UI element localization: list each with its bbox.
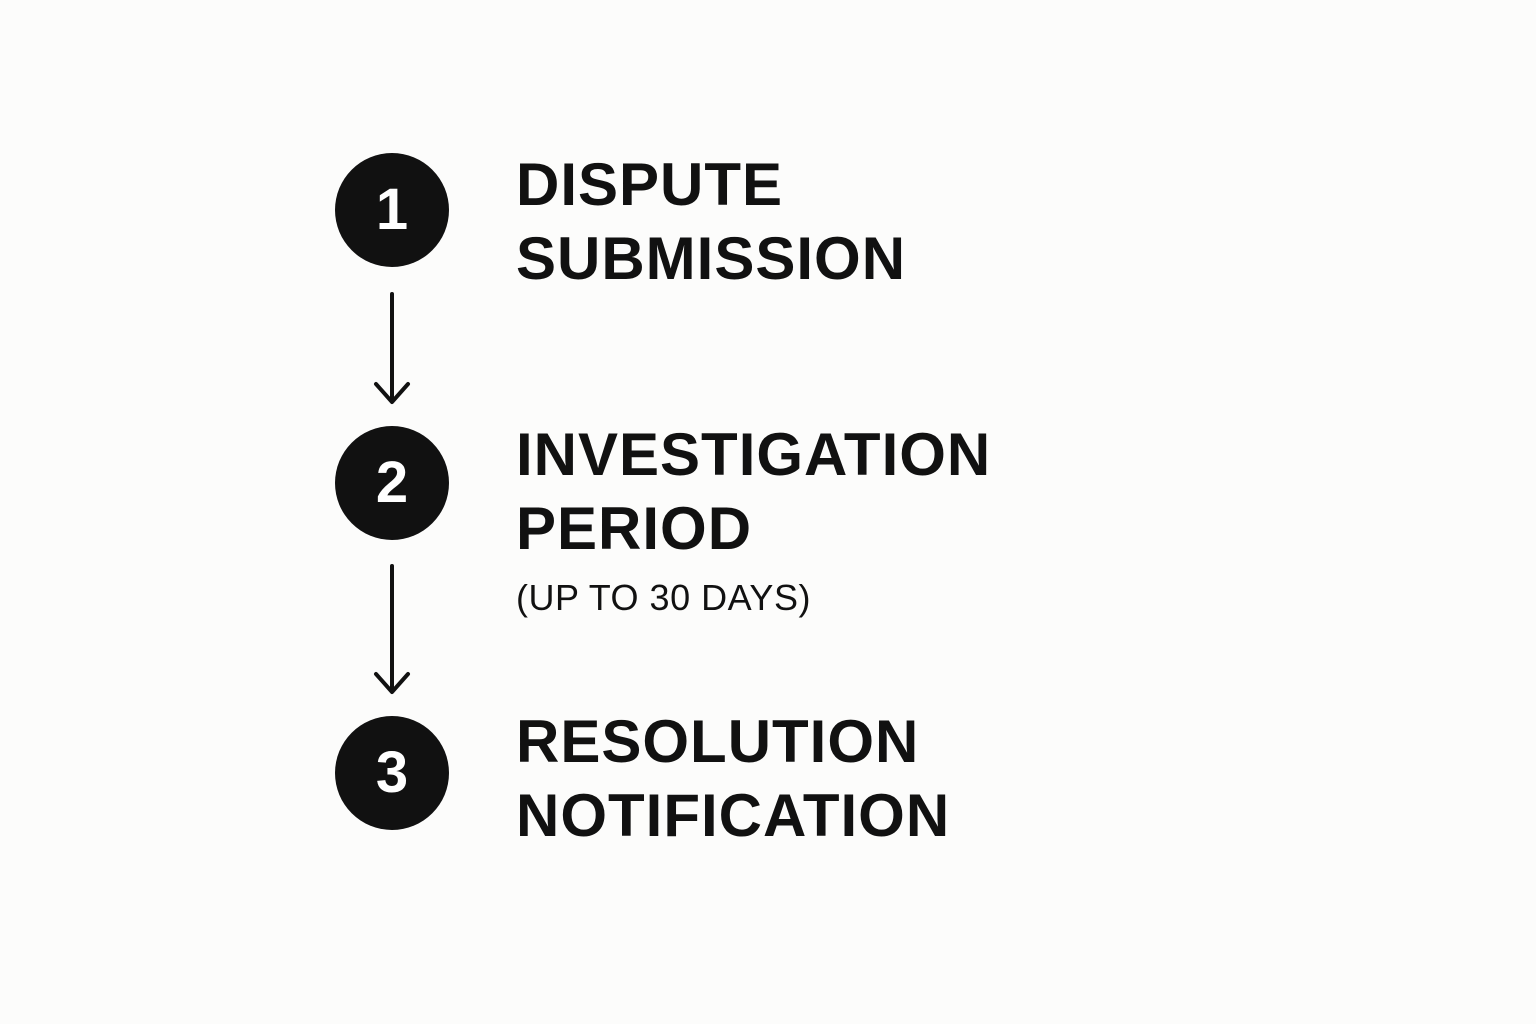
step-2-title-line-1: INVESTIGATION — [516, 421, 992, 488]
arrow-1-to-2 — [374, 292, 410, 404]
step-1-title-line-2: SUBMISSION — [516, 225, 907, 292]
step-3-number-badge: 3 — [335, 716, 449, 830]
step-1-title-line-1: DISPUTE — [516, 151, 784, 218]
step-1-title: DISPUTE SUBMISSION — [516, 148, 906, 296]
arrow-2-to-3 — [374, 564, 410, 694]
step-2-duration-note: (UP TO 30 DAYS) — [516, 577, 811, 618]
step-3-title: RESOLUTION NOTIFICATION — [516, 705, 950, 853]
step-2-title-line-2: PERIOD — [516, 495, 753, 562]
step-2-title: INVESTIGATION PERIOD — [516, 418, 991, 566]
step-1-number-badge: 1 — [335, 153, 449, 267]
step-3-title-line-1: RESOLUTION — [516, 708, 920, 775]
step-2-number-badge: 2 — [335, 426, 449, 540]
step-3-title-line-2: NOTIFICATION — [516, 782, 951, 849]
